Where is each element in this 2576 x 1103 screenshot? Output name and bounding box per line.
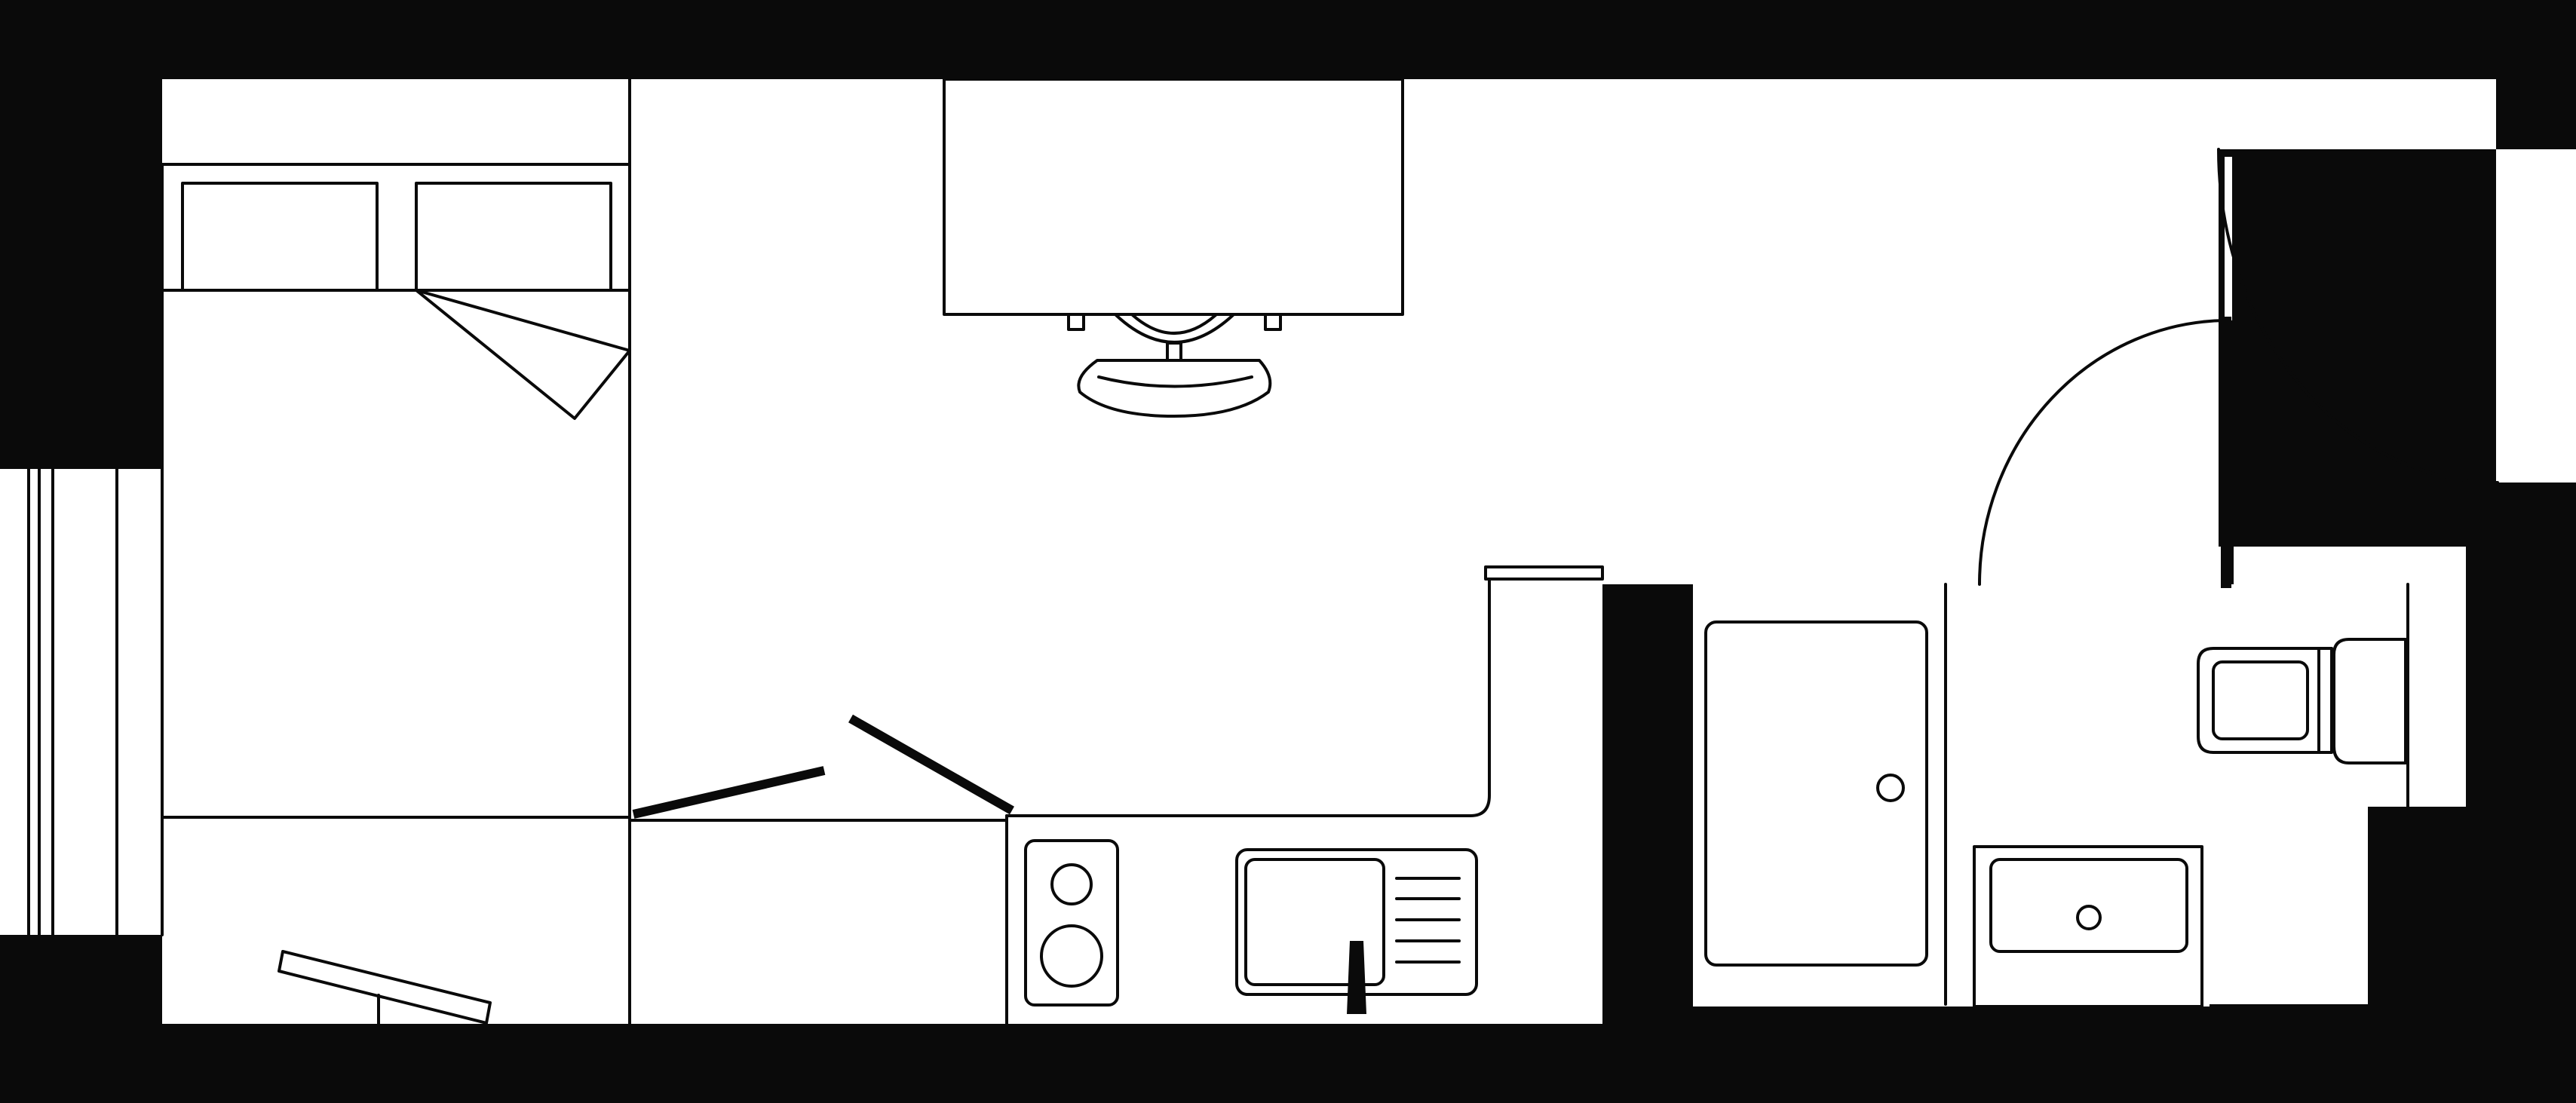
pillow-right (415, 182, 612, 292)
wardrobe-door-left[interactable] (632, 766, 826, 819)
bedside-stool (278, 950, 492, 1025)
pillow-left (181, 182, 379, 292)
washbasin[interactable] (1973, 845, 2203, 1008)
toilet-seat (2212, 660, 2309, 740)
kitchen-sink[interactable] (1235, 848, 1478, 1014)
folded-blanket-corner (415, 289, 631, 420)
desk (943, 78, 1404, 331)
hob[interactable] (1024, 839, 1119, 1006)
hob-burner-small[interactable] (1050, 863, 1093, 905)
hob-burner-large[interactable] (1040, 924, 1103, 988)
kitchen-counter (1005, 565, 1604, 1025)
shelf-bracket (1484, 565, 1604, 581)
shower[interactable] (1704, 620, 1928, 967)
sink-basin (1244, 858, 1385, 986)
shower-drain (1876, 774, 1905, 802)
window[interactable] (0, 467, 164, 936)
bathroom-door[interactable] (1978, 317, 2234, 588)
wardrobe (161, 78, 1014, 1025)
toilet-cistern (2332, 638, 2407, 764)
wardrobe-door-right[interactable] (848, 714, 1014, 815)
office-chair[interactable] (1077, 314, 1272, 418)
washbasin-drain (2076, 905, 2102, 930)
toilet[interactable] (2197, 583, 2409, 808)
tap-icon[interactable] (1347, 941, 1366, 1014)
bed (161, 163, 631, 819)
